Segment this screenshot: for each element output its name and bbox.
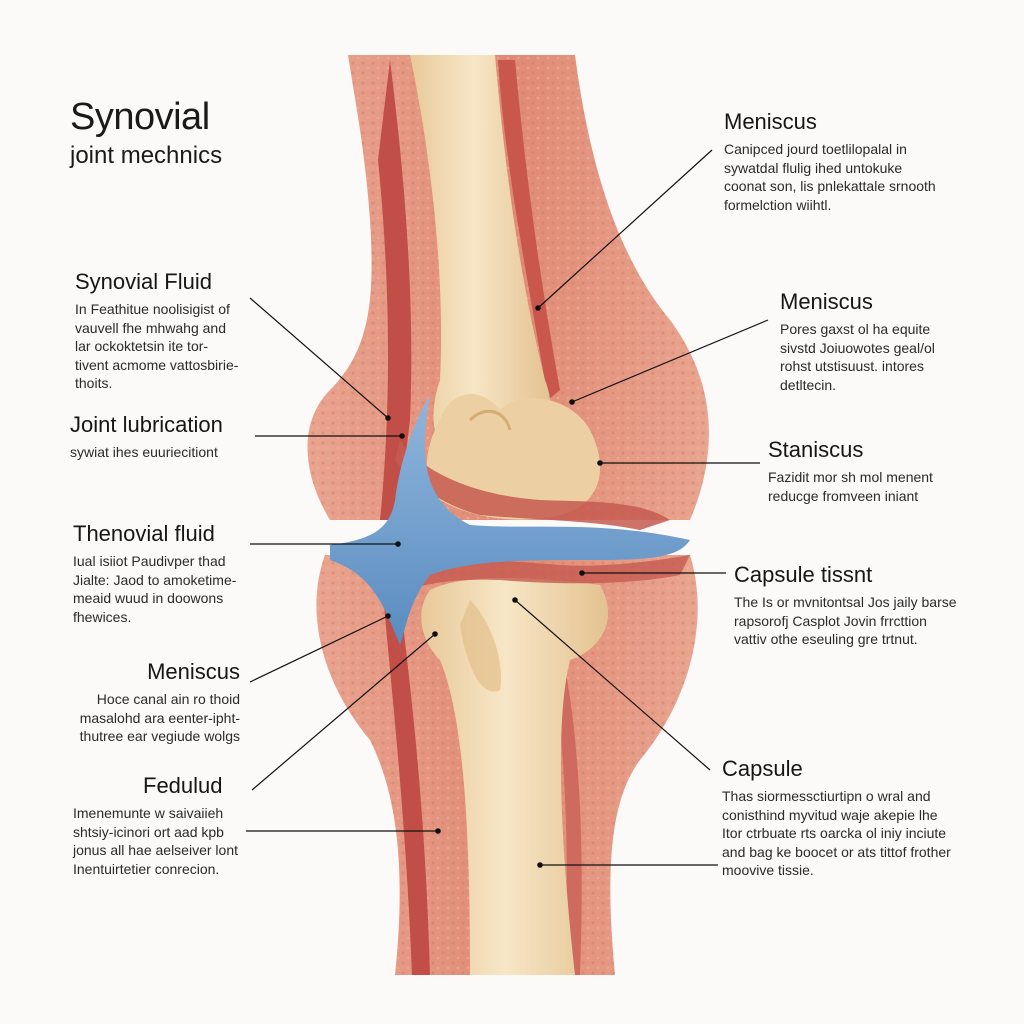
label-description: sywiat ihes euuriecitiont bbox=[70, 444, 218, 460]
label-description: Fazidit mor sh mol menent reducge fromve… bbox=[768, 469, 933, 504]
tendon-stripe bbox=[378, 60, 412, 520]
label-description: Canipced jourd toetlilopalal in sywatdal… bbox=[724, 141, 936, 213]
label-meniscus-left: Meniscus Hoce canal ain ro thoid masaloh… bbox=[30, 658, 240, 746]
label-capsule: Capsule Thas siormessctiurtipn o wral an… bbox=[722, 755, 1012, 880]
label-heading: Meniscus bbox=[147, 659, 240, 684]
label-capsule-tissnt: Capsule tissnt The Is or mvnitontsal Jos… bbox=[734, 561, 1014, 649]
label-description: Imenemunte w saivaiieh shtsiy-icinori or… bbox=[73, 805, 238, 877]
femur bbox=[410, 55, 551, 455]
label-heading: Meniscus bbox=[724, 109, 817, 134]
label-description: The Is or mvnitontsal Jos jaily barse ra… bbox=[734, 594, 957, 647]
label-description: Iual isiiot Paudivper thad Jialte: Jaod … bbox=[73, 553, 237, 625]
label-heading: Capsule tissnt bbox=[734, 562, 873, 587]
label-synovial-fluid: Synovial Fluid In Feathitue noolisigist … bbox=[75, 268, 255, 393]
tendon-stripe bbox=[380, 560, 430, 975]
label-heading: Staniscus bbox=[768, 437, 864, 462]
diagram-subtitle: joint mechnics bbox=[70, 142, 223, 169]
label-description: Pores gaxst ol ha equite sivstd Joiuowot… bbox=[780, 321, 935, 393]
tibia bbox=[421, 578, 609, 975]
tendon-stripe bbox=[498, 60, 560, 400]
label-staniscus: Staniscus Fazidit mor sh mol menent redu… bbox=[768, 436, 1008, 505]
label-heading: Joint lubrication bbox=[70, 412, 223, 437]
label-fedulud: Fedulud Imenemunte w saivaiieh shtsiy-ic… bbox=[73, 772, 263, 878]
label-description: In Feathitue noolisigist of vauvell fhe … bbox=[75, 301, 239, 391]
label-heading: Meniscus bbox=[780, 289, 873, 314]
label-description: Thas siormessctiurtipn o wral and conist… bbox=[722, 788, 951, 878]
tendon-stripe bbox=[545, 620, 582, 975]
label-heading: Thenovial fluid bbox=[73, 521, 215, 546]
label-meniscus-mid: Meniscus Pores gaxst ol ha equite sivstd… bbox=[780, 288, 1010, 394]
diagram-title: Synovial bbox=[70, 96, 210, 138]
label-heading: Synovial Fluid bbox=[75, 269, 212, 294]
label-thenovial-fluid: Thenovial fluid Iual isiiot Paudivper th… bbox=[73, 520, 253, 626]
label-meniscus-top: Meniscus Canipced jourd toetlilopalal in… bbox=[724, 108, 1004, 214]
label-joint-lubrication: Joint lubrication sywiat ihes euurieciti… bbox=[70, 411, 270, 462]
label-heading: Fedulud bbox=[143, 773, 223, 798]
synovial-membrane bbox=[395, 440, 670, 530]
label-heading: Capsule bbox=[722, 756, 803, 781]
synovial-fluid bbox=[330, 395, 690, 645]
label-description: Hoce canal ain ro thoid masalohd ara een… bbox=[79, 691, 240, 744]
